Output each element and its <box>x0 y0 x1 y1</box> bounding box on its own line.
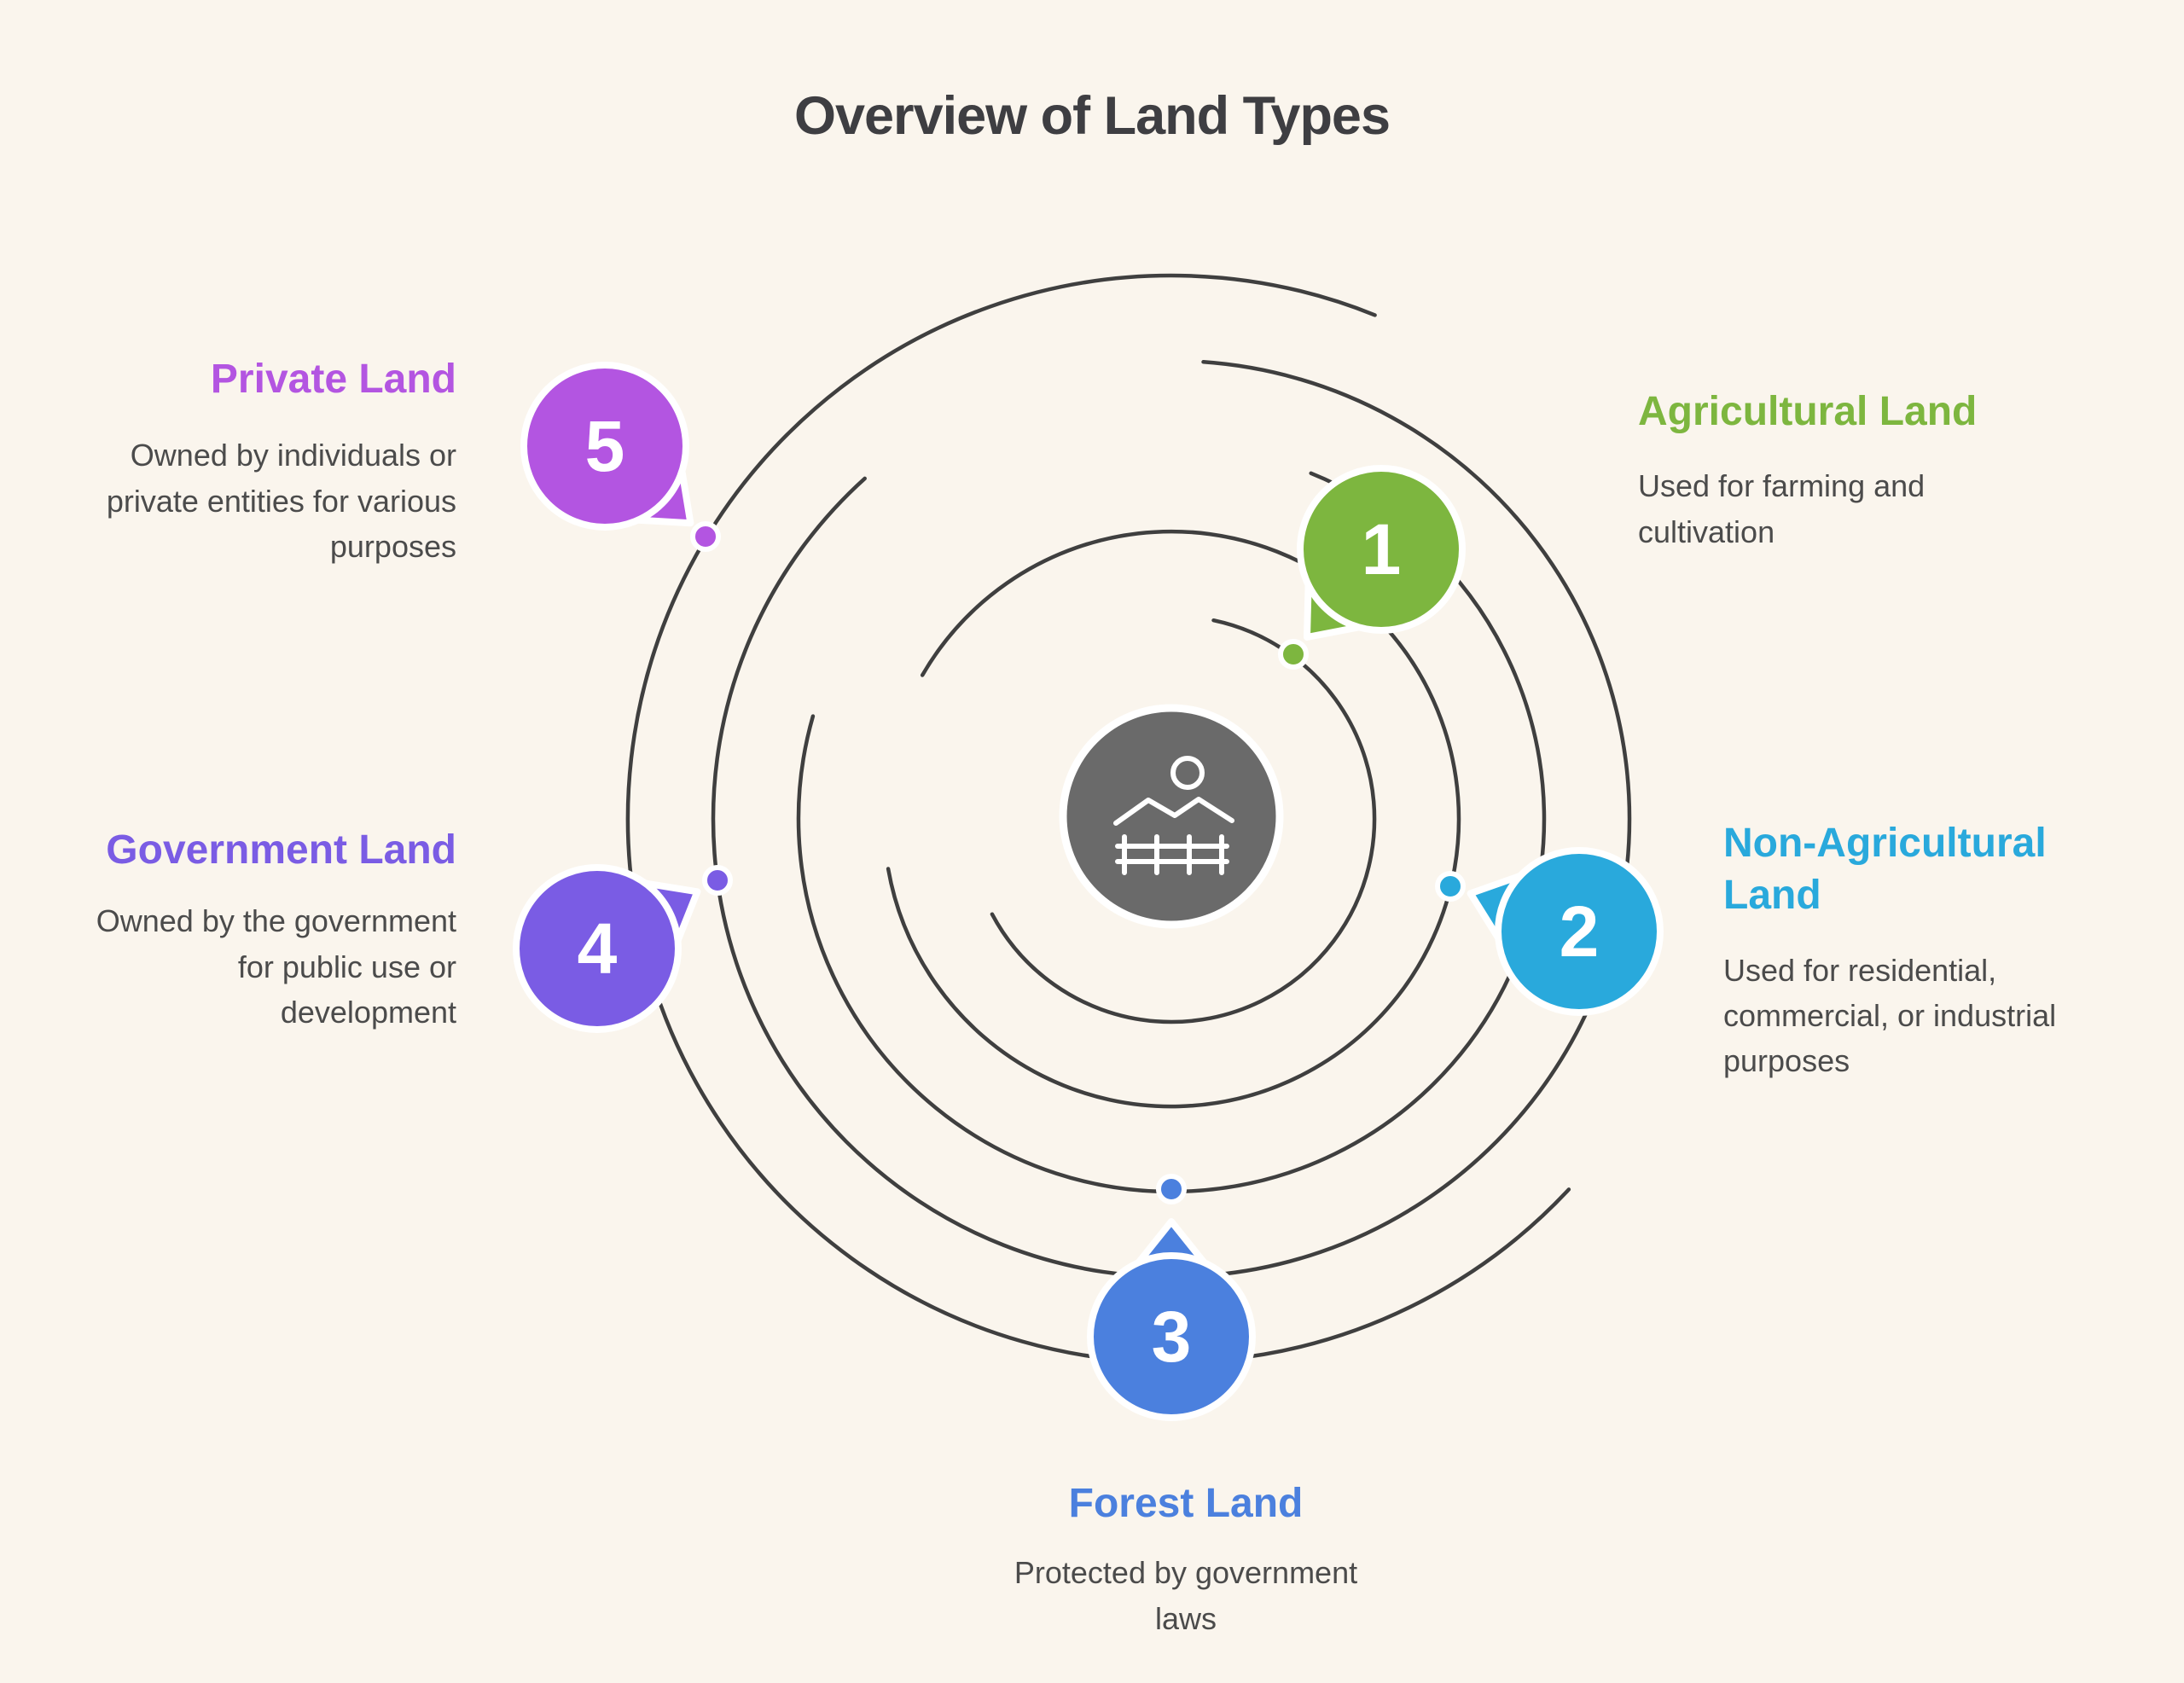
badge-number-4: 4 <box>578 908 618 989</box>
label-forest-land: Forest Land Protected by government laws <box>759 1477 1612 1641</box>
orbit-rings <box>625 273 1632 1365</box>
label-agricultural-land: Agricultural Land Used for farming and c… <box>1638 386 2005 554</box>
item-dot-1 <box>1278 639 1309 670</box>
badge-number-3: 3 <box>1152 1297 1192 1377</box>
item-title-non-agricultural: Non-Agricultural Land <box>1723 821 2047 919</box>
item-description-forest: Protected by government laws <box>1014 1555 1358 1636</box>
badge-circle-4 <box>513 864 682 1033</box>
orbit-arc-1 <box>990 618 1377 1024</box>
item-badge-2: 2 <box>1467 847 1664 1016</box>
item-title-forest: Forest Land <box>1068 1481 1304 1526</box>
label-government-land: Government Land Owned by the government … <box>73 824 456 1035</box>
item-badge-1: 1 <box>1297 465 1466 641</box>
item-description-government: Owned by the government for public use o… <box>96 903 456 1030</box>
center-emblem <box>1059 704 1284 929</box>
landscape-icon <box>1113 756 1234 875</box>
orbit-arc-3 <box>796 471 1547 1194</box>
item-description-non-agricultural: Used for residential, commercial, or ind… <box>1723 952 2057 1079</box>
item-description-private: Owned by individuals or private entities… <box>106 438 456 564</box>
item-badge-4: 4 <box>513 864 701 1033</box>
sun-icon <box>1170 756 1205 790</box>
badge-number-1: 1 <box>1362 509 1402 589</box>
item-dot-5 <box>690 521 721 552</box>
item-title-government: Government Land <box>106 827 456 873</box>
label-non-agricultural-land: Non-Agricultural Land Used for residenti… <box>1723 817 2150 1084</box>
badge-circle-1 <box>1297 465 1466 634</box>
label-private-land: Private Land Owned by individuals or pri… <box>30 353 456 569</box>
item-badge-3: 3 <box>1087 1218 1256 1421</box>
orbit-arc-4 <box>711 360 1632 1280</box>
item-title-agricultural: Agricultural Land <box>1638 389 1978 434</box>
mountains-icon <box>1113 797 1234 826</box>
badge-number-5: 5 <box>585 406 625 486</box>
item-dot-3 <box>1156 1174 1187 1204</box>
item-dot-4 <box>702 865 733 896</box>
orbit-arc-2 <box>886 529 1461 1109</box>
item-badge-5: 5 <box>520 362 694 531</box>
badge-circle-3 <box>1087 1252 1256 1421</box>
badge-number-2: 2 <box>1560 891 1600 972</box>
item-description-agricultural: Used for farming and cultivation <box>1638 468 1926 549</box>
item-title-private: Private Land <box>210 357 456 402</box>
page-title: Overview of Land Types <box>793 86 1391 146</box>
badge-circle-2 <box>1495 847 1664 1016</box>
item-dot-2 <box>1435 871 1466 902</box>
badge-circle-5 <box>520 362 689 531</box>
fence-icon <box>1115 834 1229 875</box>
